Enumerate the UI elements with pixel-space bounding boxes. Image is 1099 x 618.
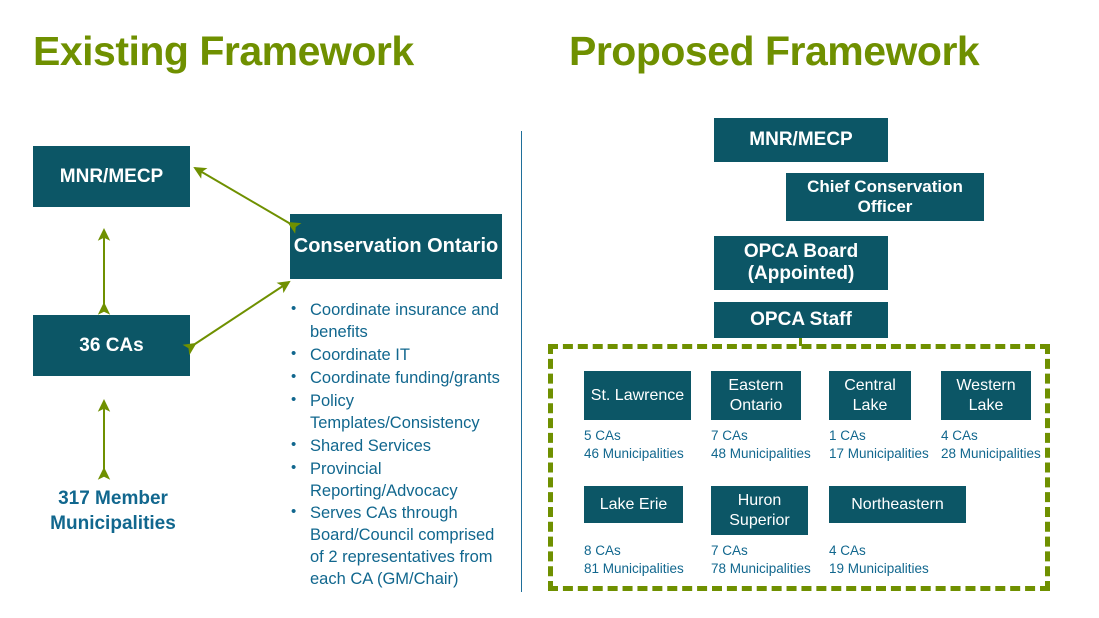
region-cas-count: 7 CAs — [711, 543, 748, 558]
opca-staff-box: OPCA Staff — [714, 302, 888, 338]
existing-framework-title: Existing Framework — [33, 28, 414, 74]
list-item: Serves CAs through Board/Council compris… — [287, 502, 512, 591]
region-municipalities-count: 17 Municipalities — [829, 446, 929, 462]
region-name: Huron Superior — [711, 486, 808, 535]
member-municipalities-label: 317 Member Municipalities — [50, 488, 176, 534]
region-name: St. Lawrence — [584, 371, 691, 420]
region-card-huron-superior: Huron Superior 7 CAs 78 Municipalities — [711, 486, 811, 578]
conservation-ontario-functions-list: Coordinate insurance and benefits Coordi… — [287, 299, 512, 592]
region-municipalities-count: 46 Municipalities — [584, 446, 684, 462]
list-item: Shared Services — [287, 435, 512, 458]
region-name: Western Lake — [941, 371, 1031, 420]
list-item: Coordinate insurance and benefits — [287, 299, 512, 344]
region-name: Lake Erie — [584, 486, 683, 523]
arrow-cas-to-municipalities — [97, 399, 111, 480]
region-municipalities-count: 81 Municipalities — [584, 561, 684, 577]
region-card-western-lake: Western Lake 4 CAs 28 Municipalities — [941, 371, 1041, 463]
region-cas-count: 4 CAs — [829, 543, 866, 558]
list-item: Provincial Reporting/Advocacy — [287, 458, 512, 503]
region-municipalities-count: 28 Municipalities — [941, 446, 1041, 462]
existing-cas-box: 36 CAs — [33, 315, 190, 376]
region-card-lake-erie: Lake Erie 8 CAs 81 Municipalities — [584, 486, 684, 578]
region-card-st-lawrence: St. Lawrence 5 CAs 46 Municipalities — [584, 371, 691, 463]
region-stats: 5 CAs 46 Municipalities — [584, 427, 691, 463]
region-cas-count: 7 CAs — [711, 428, 748, 443]
list-item: Coordinate IT — [287, 344, 512, 367]
region-card-northeastern: Northeastern 4 CAs 19 Municipalities — [829, 486, 966, 578]
region-stats: 4 CAs 28 Municipalities — [941, 427, 1041, 463]
region-card-eastern-ontario: Eastern Ontario 7 CAs 48 Municipalities — [711, 371, 811, 463]
region-cas-count: 8 CAs — [584, 543, 621, 558]
opca-board-box: OPCA Board (Appointed) — [714, 236, 888, 290]
existing-ministry-box: MNR/MECP — [33, 146, 190, 207]
proposed-framework-title: Proposed Framework — [569, 28, 980, 74]
region-cas-count: 5 CAs — [584, 428, 621, 443]
vertical-divider — [521, 131, 522, 592]
region-stats: 8 CAs 81 Municipalities — [584, 542, 684, 578]
region-name: Eastern Ontario — [711, 371, 801, 420]
list-item: Policy Templates/Consistency — [287, 390, 512, 435]
list-item: Coordinate funding/grants — [287, 367, 512, 390]
arrow-ministry-to-conservation-ontario — [193, 166, 302, 234]
functions-list: Coordinate insurance and benefits Coordi… — [287, 299, 512, 591]
region-stats: 4 CAs 19 Municipalities — [829, 542, 966, 578]
arrow-ministry-to-cas — [97, 228, 111, 315]
region-municipalities-count: 48 Municipalities — [711, 446, 811, 462]
region-stats: 7 CAs 78 Municipalities — [711, 542, 811, 578]
region-card-central-lake: Central Lake 1 CAs 17 Municipalities — [829, 371, 929, 463]
region-name: Northeastern — [829, 486, 966, 523]
ca-regions-dashed-group — [548, 344, 1050, 591]
region-stats: 1 CAs 17 Municipalities — [829, 427, 929, 463]
region-municipalities-count: 78 Municipalities — [711, 561, 811, 577]
region-name: Central Lake — [829, 371, 911, 420]
conservation-ontario-box: Conservation Ontario — [290, 214, 502, 279]
region-cas-count: 1 CAs — [829, 428, 866, 443]
arrow-cas-to-conservation-ontario — [182, 280, 291, 356]
proposed-ministry-box: MNR/MECP — [714, 118, 888, 162]
chief-conservation-officer-box: Chief Conservation Officer — [786, 173, 984, 221]
region-cas-count: 4 CAs — [941, 428, 978, 443]
opca-staff-connector — [799, 338, 802, 346]
region-stats: 7 CAs 48 Municipalities — [711, 427, 811, 463]
region-municipalities-count: 19 Municipalities — [829, 561, 929, 577]
